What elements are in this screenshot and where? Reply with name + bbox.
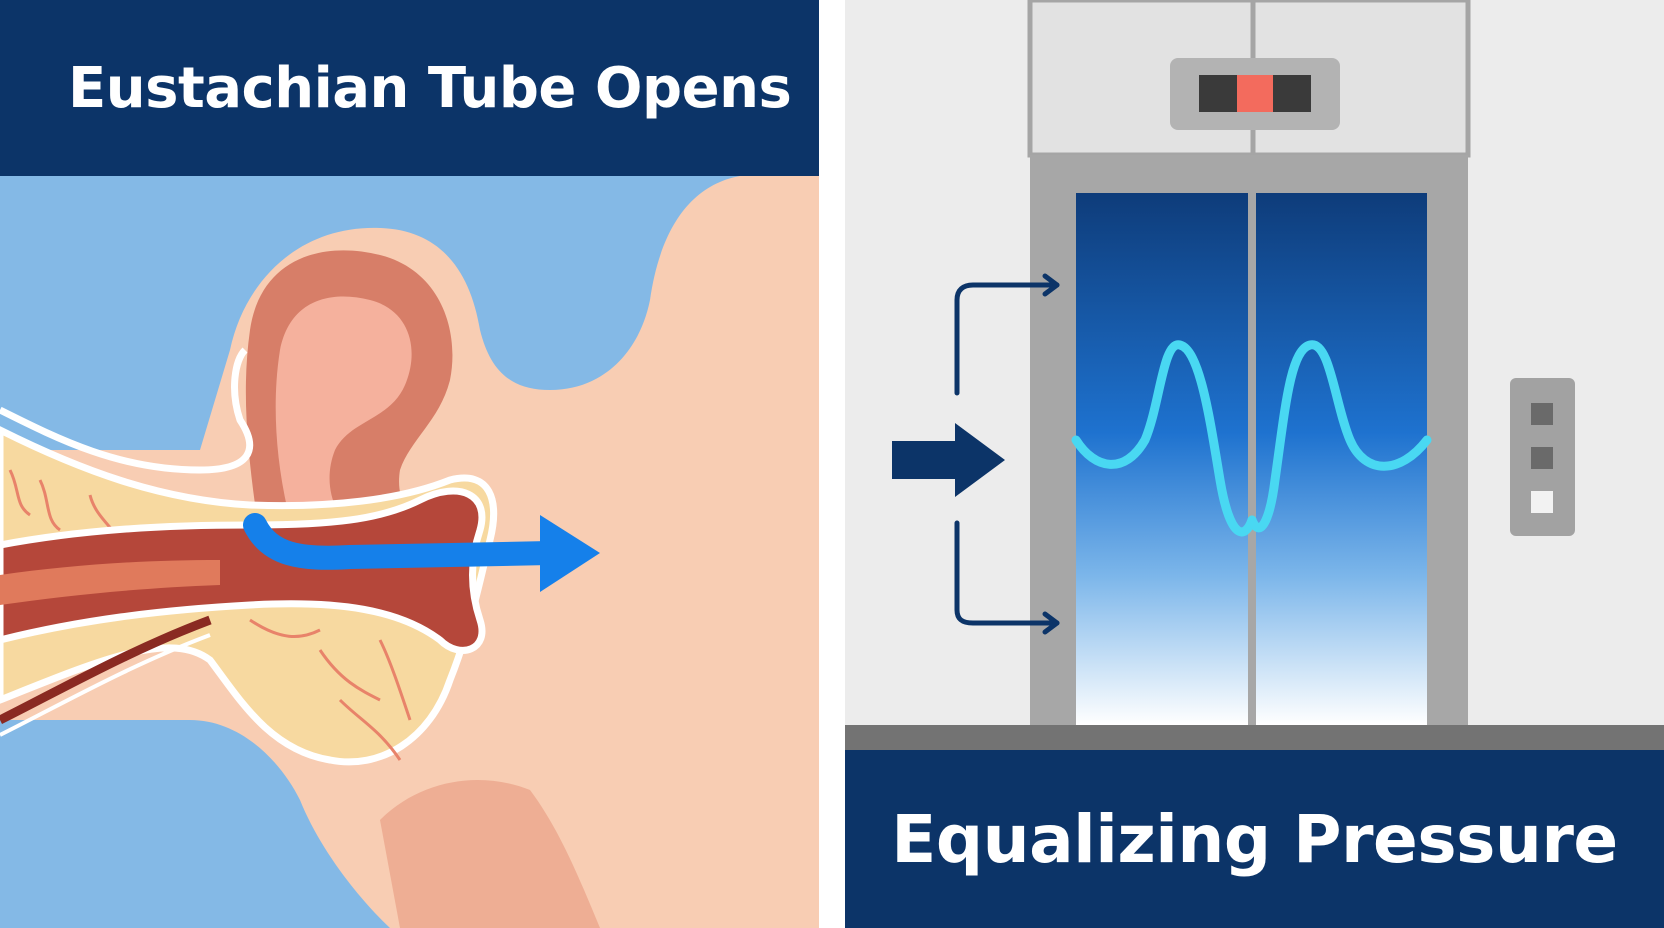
- push-arrow-icon: [892, 273, 1060, 635]
- veins: [8, 469, 412, 761]
- left-panel: Eustachian Tube Opens: [0, 0, 819, 928]
- left-title: Eustachian Tube Opens: [0, 0, 819, 176]
- floor-indicator-icon: [1170, 58, 1340, 130]
- pressure-wave-icon: [1071, 340, 1432, 537]
- ear-illustration: [0, 176, 819, 928]
- right-title: Equalizing Pressure: [845, 750, 1664, 928]
- right-panel: Equalizing Pressure: [845, 0, 1664, 928]
- neck-shade: [380, 780, 600, 928]
- panel-divider: [819, 0, 845, 928]
- airflow-arrow-icon: [540, 515, 600, 592]
- airflow-path: [243, 513, 562, 570]
- lower-duct: [0, 615, 212, 725]
- call-button-panel-icon: [1510, 378, 1575, 536]
- elevator-illustration: [845, 0, 1664, 750]
- tube-inner-light: [0, 560, 220, 605]
- canal-outline-top: [0, 347, 253, 474]
- ear-inner-lobe: [275, 296, 412, 520]
- floor: [845, 725, 1664, 750]
